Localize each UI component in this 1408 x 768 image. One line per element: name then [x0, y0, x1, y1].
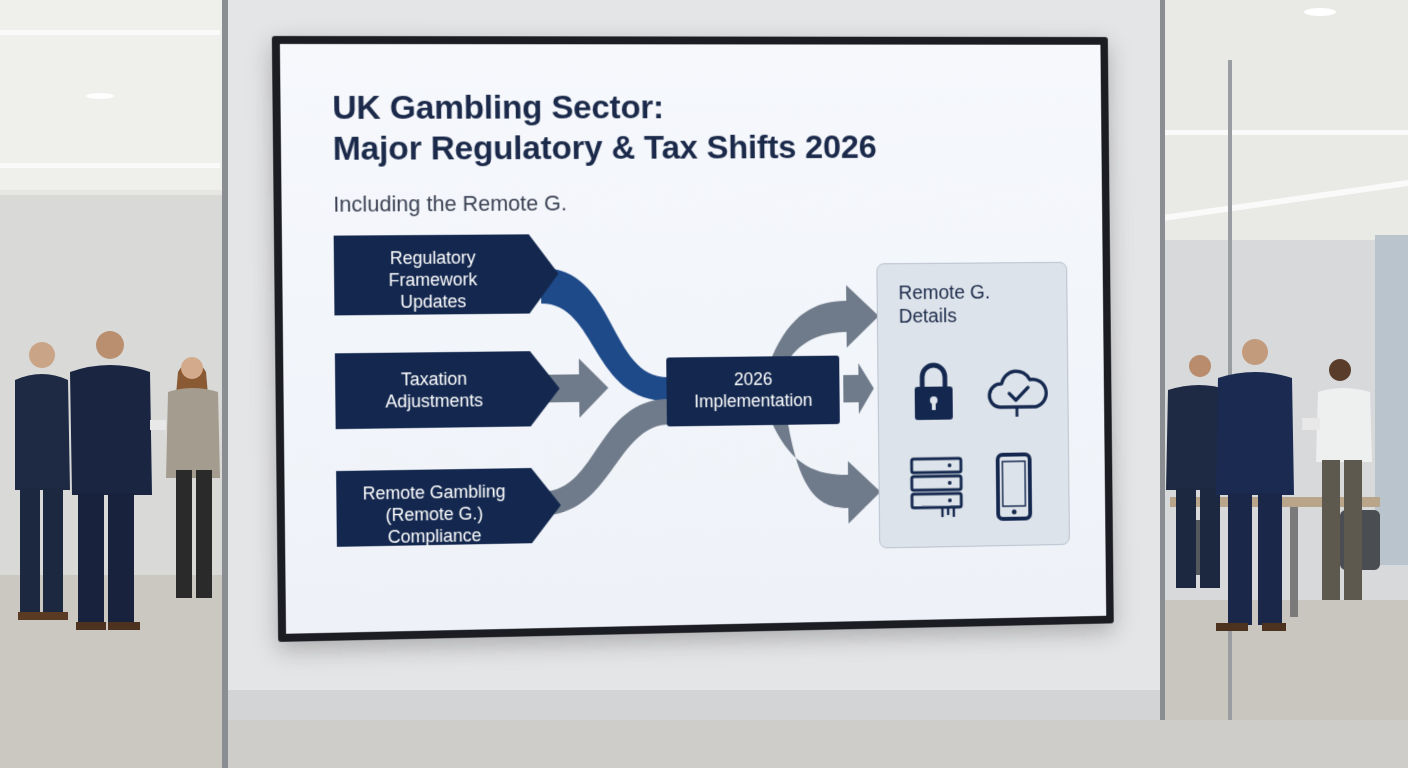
glass-mullion — [222, 0, 228, 768]
label-line: Taxation — [400, 368, 468, 390]
ceiling-spotlight — [1304, 8, 1336, 16]
person-right-3 — [1302, 359, 1372, 600]
label-line: Implementation — [694, 390, 813, 412]
box-2026-implementation — [666, 355, 840, 427]
floor — [228, 720, 1408, 768]
arrow-out-lower — [772, 423, 881, 525]
label-line: Remote Gambling — [362, 481, 506, 504]
person-right-2 — [1216, 339, 1294, 631]
label-line: Compliance — [387, 525, 482, 547]
label-remote-gambling: Remote Gambling (Remote G.) Compliance — [340, 480, 528, 549]
ceiling-light-strip — [0, 30, 220, 35]
table-leg — [1290, 507, 1298, 617]
right-floor — [1163, 600, 1408, 720]
label-2026-implementation: 2026 Implementation — [666, 367, 839, 412]
connector-regulatory-band — [540, 266, 669, 403]
label-line: Regulatory — [389, 247, 476, 269]
flow-diagram — [333, 234, 881, 547]
wall-display: UK Gambling Sector: Major Regulatory & T… — [271, 35, 1114, 642]
glass-mullion — [1160, 0, 1165, 720]
server-icon — [908, 454, 966, 523]
box-regulatory-framework — [333, 234, 559, 316]
ceiling-light-strip — [1163, 130, 1408, 135]
padlock-icon — [911, 357, 957, 421]
label-taxation: Taxation Adjustments — [347, 367, 521, 413]
connector-remote-gambling — [542, 398, 670, 516]
panel-title: Remote G. Details — [898, 281, 990, 329]
box-remote-gambling — [336, 467, 562, 547]
cloud-check-icon — [983, 364, 1051, 423]
person-left-3 — [150, 357, 220, 598]
panel-title-line-2: Details — [898, 305, 957, 328]
arrow-out-upper — [771, 284, 880, 357]
person-left-2 — [70, 331, 152, 630]
remote-g-details-panel: Remote G. Details — [876, 261, 1070, 549]
label-line: Adjustments — [385, 390, 484, 412]
window — [1375, 235, 1408, 565]
presentation-slide: UK Gambling Sector: Major Regulatory & T… — [279, 43, 1107, 634]
wall-base — [228, 690, 1163, 720]
smartphone-icon — [995, 451, 1033, 522]
label-regulatory-framework: Regulatory Framework Updates — [346, 246, 520, 313]
panel-title-line-1: Remote G. — [898, 281, 991, 305]
ceiling-light-strip — [1163, 180, 1408, 221]
label-line: Framework — [388, 269, 478, 291]
arrow-out-middle — [843, 362, 875, 415]
label-line: Updates — [400, 291, 467, 312]
label-line: 2026 — [733, 369, 773, 390]
box-taxation — [334, 350, 561, 430]
ceiling-light-strip — [0, 163, 220, 168]
ceiling-spotlight — [86, 93, 114, 99]
person-right-1 — [1166, 355, 1230, 588]
person-left-1 — [15, 342, 70, 620]
